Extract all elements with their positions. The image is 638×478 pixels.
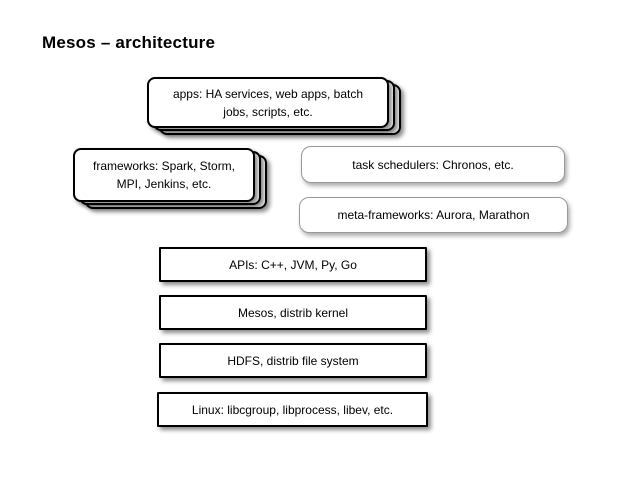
linux-box: Linux: libcgroup, libprocess, libev, etc…: [157, 392, 428, 427]
apps-box-stack: apps: HA services, web apps, batch jobs,…: [147, 77, 401, 135]
meta-frameworks-box-label: meta-frameworks: Aurora, Marathon: [337, 208, 530, 222]
frameworks-box-stack: frameworks: Spark, Storm, MPI, Jenkins, …: [73, 148, 267, 209]
apis-box-label: APIs: C++, JVM, Py, Go: [229, 257, 357, 272]
frameworks-box: frameworks: Spark, Storm, MPI, Jenkins, …: [73, 148, 255, 202]
mesos-kernel-box: Mesos, distrib kernel: [159, 295, 427, 330]
task-schedulers-box-label: task schedulers: Chronos, etc.: [352, 157, 514, 172]
mesos-kernel-box-label: Mesos, distrib kernel: [237, 305, 349, 320]
apps-box-label: apps: HA services, web apps, batch jobs,…: [172, 86, 364, 119]
apis-box: APIs: C++, JVM, Py, Go: [159, 247, 427, 282]
hdfs-box-label: HDFS, distrib file system: [227, 353, 359, 368]
meta-frameworks-box: meta-frameworks: Aurora, Marathon: [299, 197, 568, 233]
hdfs-box: HDFS, distrib file system: [159, 343, 427, 378]
slide-title: Mesos – architecture: [42, 33, 216, 52]
task-schedulers-box: task schedulers: Chronos, etc.: [301, 146, 565, 183]
apps-box: apps: HA services, web apps, batch jobs,…: [147, 77, 389, 128]
linux-box-label: Linux: libcgroup, libprocess, libev, etc…: [191, 402, 394, 417]
frameworks-box-label: frameworks: Spark, Storm, MPI, Jenkins, …: [92, 159, 236, 191]
